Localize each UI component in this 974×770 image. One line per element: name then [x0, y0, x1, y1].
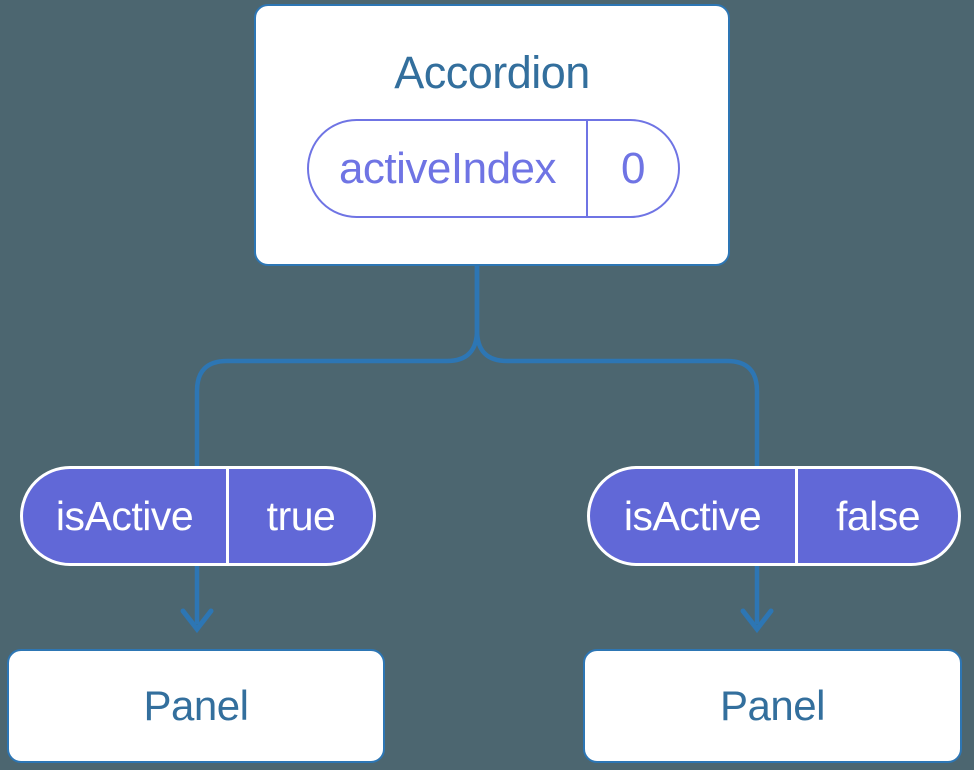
arrow-down-icon [180, 608, 214, 634]
panel-node-title: Panel [720, 682, 825, 729]
panel-node-title: Panel [143, 682, 249, 729]
branch-line-left [194, 262, 480, 625]
panel-node-right: Panel [583, 649, 962, 763]
prop-pill-isactive-false: isActive false [587, 466, 961, 566]
state-name: activeIndex [309, 121, 588, 216]
prop-value: false [835, 492, 921, 539]
state-pill-activeindex: activeIndex 0 [307, 119, 680, 218]
prop-name: isActive [590, 469, 798, 563]
arrow-down-icon [740, 608, 774, 634]
prop-pill-isactive-true: isActive true [20, 466, 376, 566]
branch-line-right [474, 262, 760, 625]
panel-node-left: Panel [7, 649, 385, 763]
prop-name: isActive [23, 469, 229, 563]
prop-value: true [266, 492, 336, 539]
accordion-node-title: Accordion [394, 47, 590, 98]
state-value: 0 [621, 143, 645, 193]
